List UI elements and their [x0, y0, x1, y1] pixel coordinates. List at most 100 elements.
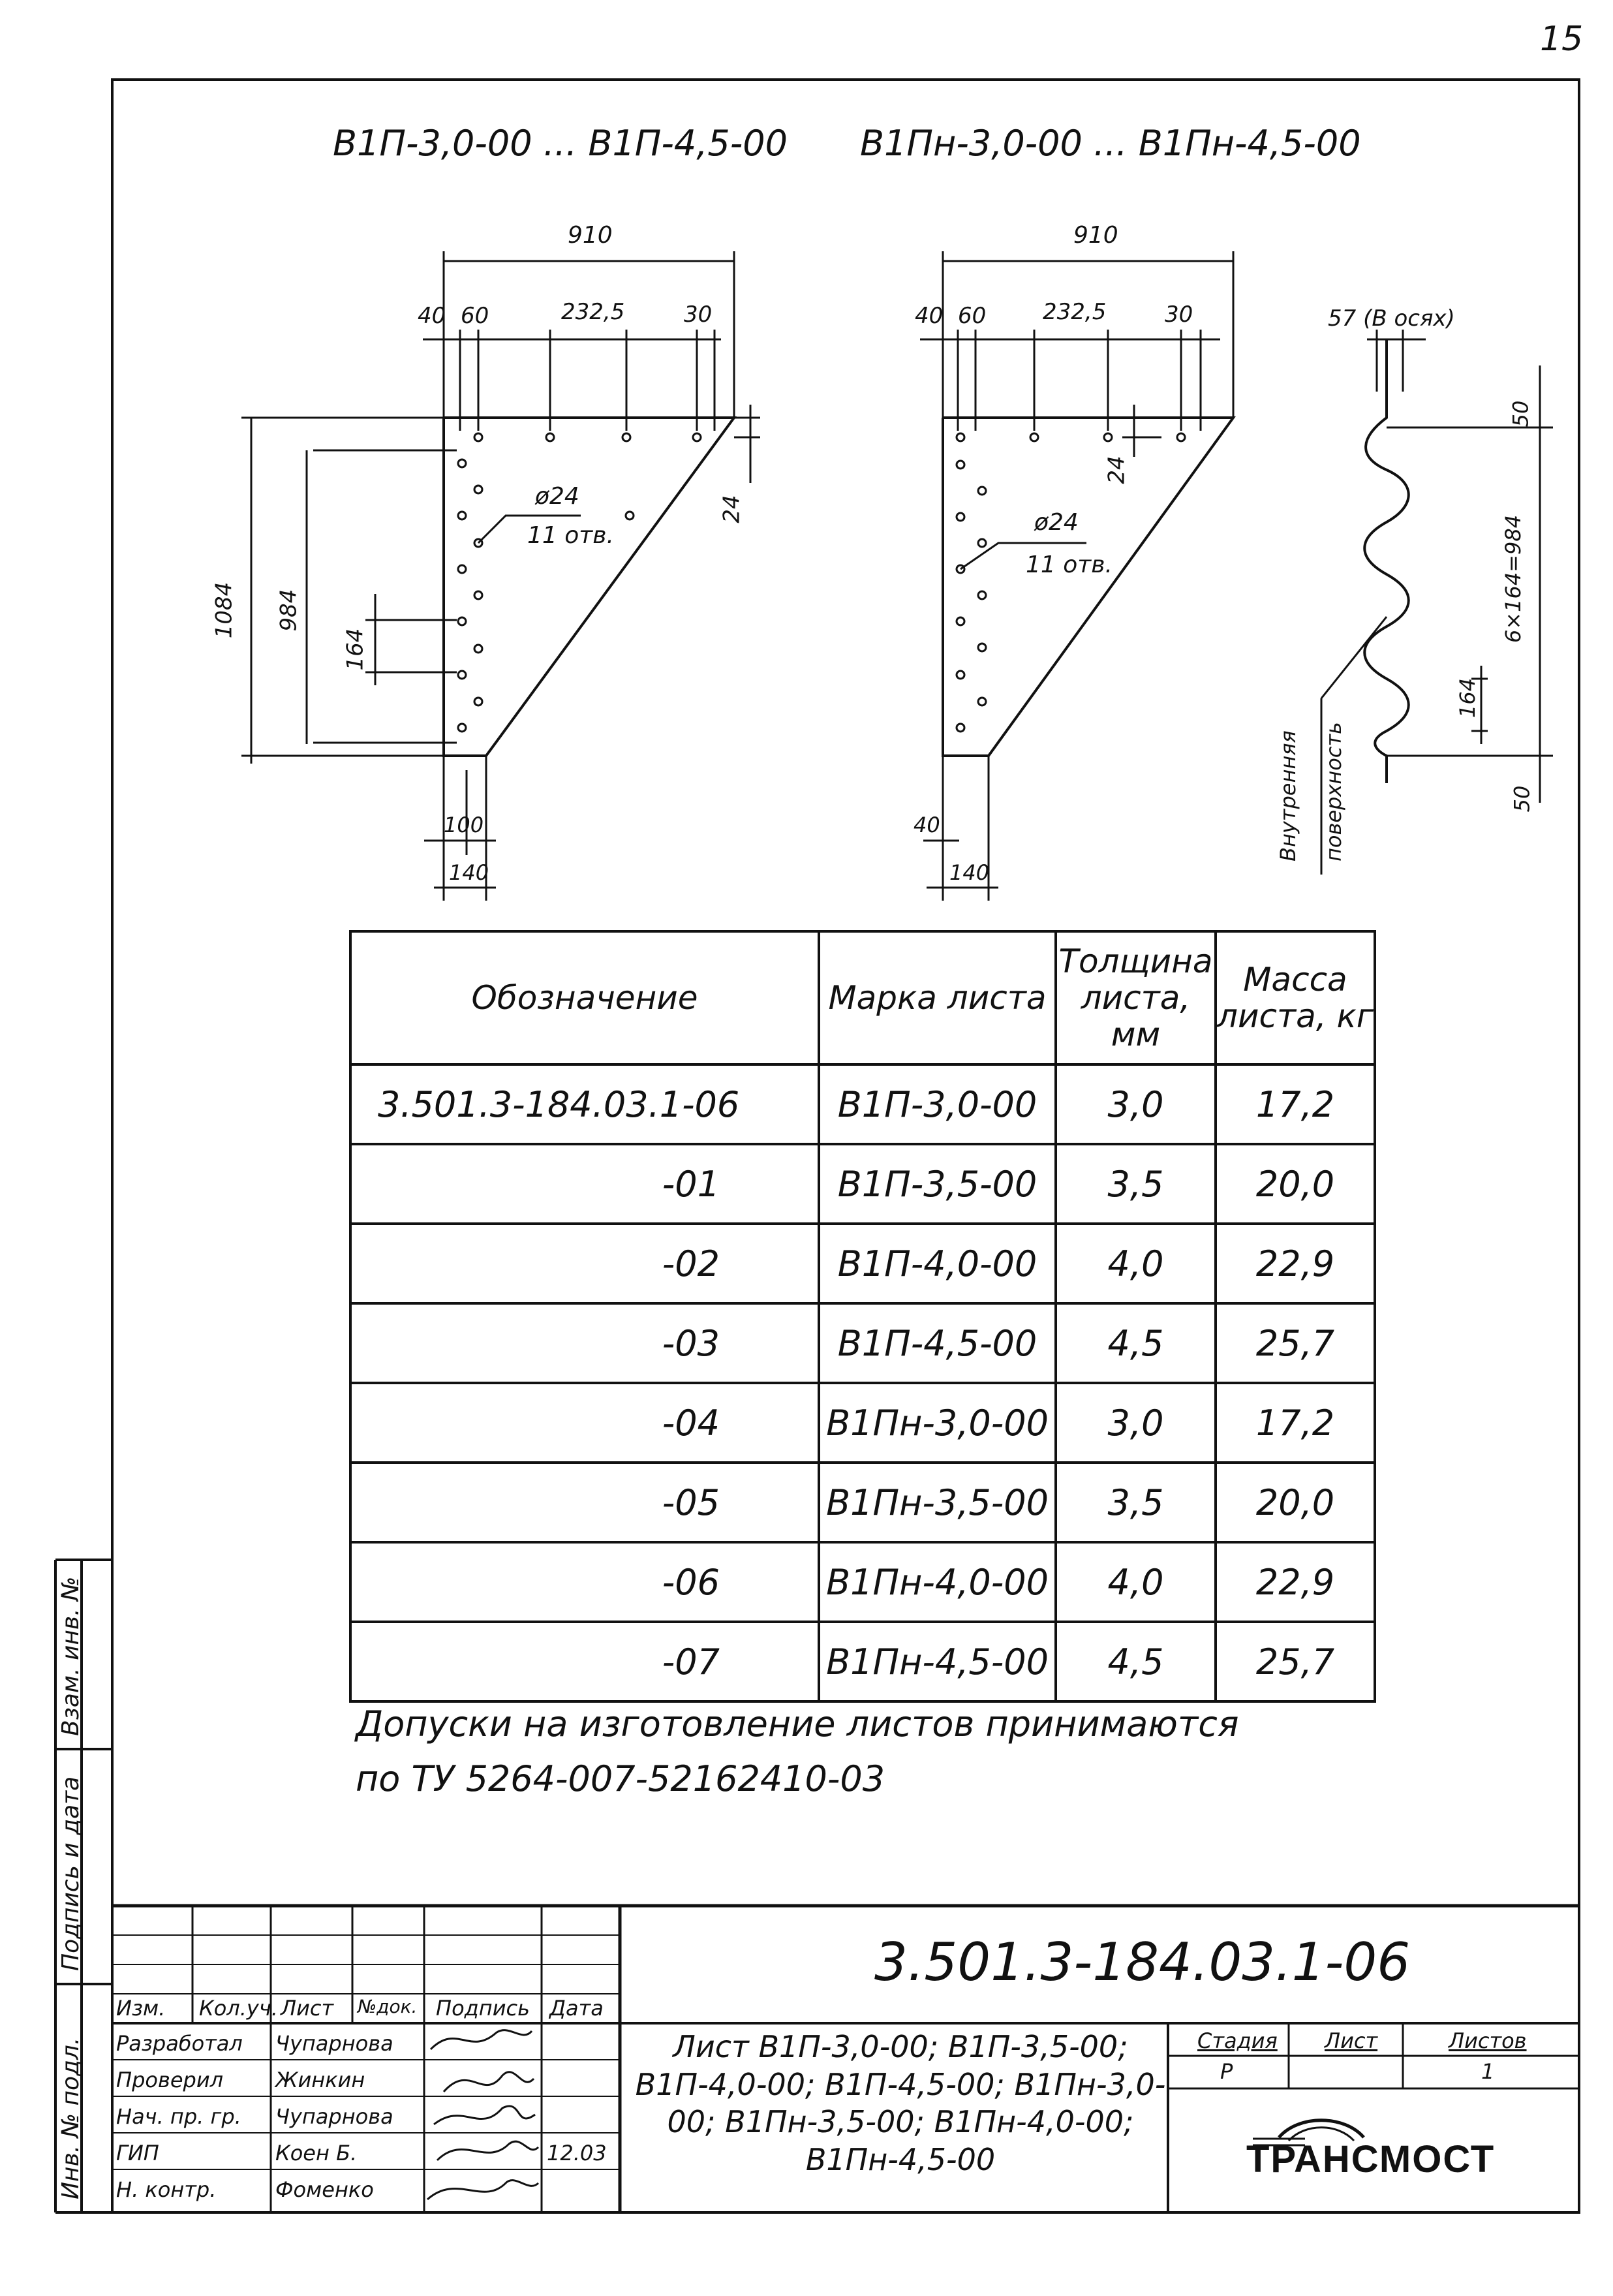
right-holes-count: 11 отв.	[1026, 551, 1113, 578]
cell-designation: -07	[349, 1621, 820, 1703]
right-dim-40: 40	[915, 303, 944, 329]
tb-col-podpis: Подпись	[436, 1996, 530, 2021]
cell-mark: В1Пн-3,0-00	[818, 1382, 1057, 1464]
profile-dimensions	[1320, 330, 1553, 875]
tb-stage-value: Р	[1220, 2059, 1233, 2084]
tb-role-nach: Нач. пр. гр.	[116, 2104, 241, 2129]
profile-dim-57: 57 (В осях)	[1328, 305, 1455, 332]
cell-thickness: 4,0	[1054, 1541, 1217, 1623]
right-dimensions	[920, 251, 1235, 901]
right-part-holes	[955, 432, 1186, 733]
corrugated-profile	[1363, 339, 1410, 783]
cell-mark: В1Пн-4,5-00	[818, 1621, 1057, 1703]
left-dim-40: 40	[418, 303, 446, 329]
tb-role-proveril: Проверил	[116, 2068, 224, 2092]
cell-thickness: 3,5	[1054, 1461, 1217, 1544]
cell-mass: 17,2	[1214, 1063, 1376, 1145]
tb-name-2: Жинкин	[275, 2068, 365, 2092]
left-dim-100: 100	[444, 813, 484, 837]
cell-mass: 22,9	[1214, 1222, 1376, 1305]
cell-mark: В1П-3,0-00	[818, 1063, 1057, 1145]
left-dim-30: 30	[684, 302, 713, 328]
cell-mark: В1П-4,5-00	[818, 1302, 1057, 1384]
cell-mark: В1Пн-3,5-00	[818, 1461, 1057, 1544]
tb-name-4: Коен Б.	[275, 2141, 358, 2165]
cell-designation: -06	[349, 1541, 820, 1623]
cell-mass: 17,2	[1214, 1382, 1376, 1464]
cell-mark: В1Пн-4,0-00	[818, 1541, 1057, 1623]
logo-arch-icon	[1253, 2118, 1365, 2147]
cell-mass: 20,0	[1214, 1461, 1376, 1544]
cell-thickness: 4,0	[1054, 1222, 1217, 1305]
table-row: -07 В1Пн-4,5-00 4,5 25,7	[349, 1621, 1376, 1703]
header-thickness: Толщина листа, мм	[1054, 930, 1217, 1066]
tb-sheet-label: Лист	[1325, 2028, 1378, 2053]
cell-mark: В1П-4,0-00	[818, 1222, 1057, 1305]
logo-text: ТРАНСМОСТ	[1246, 2138, 1496, 2180]
left-title: В1П-3,0-00 ... В1П-4,5-00	[333, 123, 788, 164]
tb-date-value: 12.03	[547, 2141, 607, 2165]
right-dim-40b: 40	[914, 813, 940, 837]
table-row: -06 В1Пн-4,0-00 4,0 22,9	[349, 1541, 1376, 1623]
right-dim-60: 60	[958, 303, 987, 329]
right-dim-910: 910	[1073, 222, 1118, 249]
cell-designation: 3.501.3-184.03.1-06	[349, 1063, 820, 1145]
cell-thickness: 4,5	[1054, 1302, 1217, 1384]
tb-col-ndok: №док.	[358, 1996, 418, 2017]
cell-thickness: 3,0	[1054, 1382, 1217, 1464]
tb-col-data: Дата	[549, 1996, 604, 2021]
tolerance-note: Допуски на изготовление листов принимают…	[356, 1697, 1238, 1806]
drawing-frame	[111, 78, 1580, 2214]
cell-mass: 22,9	[1214, 1541, 1376, 1623]
tb-role-gip: ГИП	[116, 2141, 159, 2165]
tb-role-razrab: Разработал	[116, 2031, 243, 2056]
tb-col-kol: Кол.уч.	[199, 1996, 278, 2021]
right-dim-140: 140	[949, 860, 990, 885]
right-hole-diameter: ø24	[1034, 509, 1079, 536]
cell-mass: 20,0	[1214, 1143, 1376, 1225]
page-number: 15	[1540, 20, 1584, 59]
transmost-logo: ТРАНСМОСТ	[1240, 2111, 1546, 2180]
table-header-row: Обозначение Марка листа Толщина листа, м…	[349, 930, 1376, 1066]
left-dim-140: 140	[449, 860, 489, 885]
cell-designation: -02	[349, 1222, 820, 1305]
tb-col-list: Лист	[281, 1996, 334, 2021]
header-designation: Обозначение	[349, 930, 820, 1066]
right-dim-30: 30	[1165, 302, 1193, 328]
right-title: В1Пн-3,0-00 ... В1Пн-4,5-00	[860, 123, 1361, 164]
note-line-2: по ТУ 5264-007-52162410-03	[356, 1758, 885, 1799]
table-row: -04 В1Пн-3,0-00 3,0 17,2	[349, 1382, 1376, 1464]
cell-mass: 25,7	[1214, 1302, 1376, 1384]
tb-name-1: Чупарнова	[275, 2031, 393, 2056]
cell-thickness: 3,5	[1054, 1143, 1217, 1225]
cell-thickness: 3,0	[1054, 1063, 1217, 1145]
tb-sheets-label: Листов	[1449, 2028, 1527, 2053]
table-row: -01 В1П-3,5-00 3,5 20,0	[349, 1143, 1376, 1225]
right-dim-232: 232,5	[1043, 299, 1107, 325]
tb-name-3: Чупарнова	[275, 2104, 393, 2129]
cell-mass: 25,7	[1214, 1621, 1376, 1703]
tb-stage-label: Стадия	[1197, 2028, 1278, 2053]
cell-designation: -03	[349, 1302, 820, 1384]
cell-designation: -04	[349, 1382, 820, 1464]
left-hole-diameter: ø24	[535, 483, 579, 510]
tb-role-nkontr: Н. контр.	[116, 2177, 217, 2202]
note-line-1: Допуски на изготовление листов принимают…	[356, 1703, 1239, 1745]
sheet-title: Лист В1П-3,0-00; В1П-3,5-00; В1П-4,0-00;…	[635, 2029, 1166, 2177]
tb-name-5: Фоменко	[275, 2177, 374, 2202]
cell-designation: -01	[349, 1143, 820, 1225]
signatures	[427, 2029, 540, 2201]
table-row: -05 В1Пн-3,5-00 3,5 20,0	[349, 1461, 1376, 1544]
tb-col-izm: Изм.	[116, 1996, 166, 2021]
left-holes-count: 11 отв.	[527, 522, 614, 549]
header-sheet-mark: Марка листа	[818, 930, 1057, 1066]
cell-mark: В1П-3,5-00	[818, 1143, 1057, 1225]
doc-code: 3.501.3-184.03.1-06	[874, 1932, 1411, 1993]
left-dimensions	[241, 251, 760, 901]
tb-sheets-value: 1	[1481, 2059, 1495, 2084]
header-mass: Масса листа, кг	[1214, 930, 1376, 1066]
cell-designation: -05	[349, 1461, 820, 1544]
left-dim-60: 60	[461, 303, 489, 329]
left-dim-232: 232,5	[561, 299, 625, 325]
